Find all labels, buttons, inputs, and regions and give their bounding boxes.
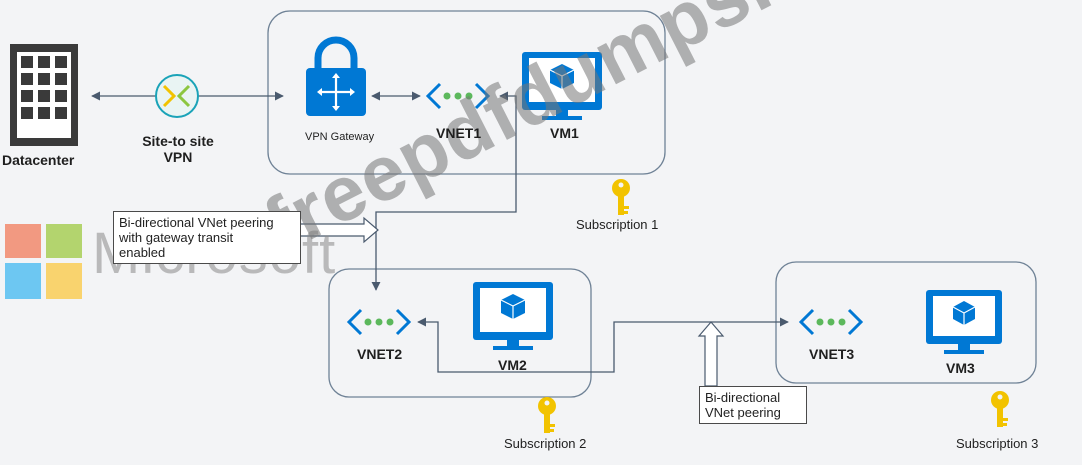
peering-note-line1: Bi-directional bbox=[705, 390, 781, 405]
vm1-label: VM1 bbox=[550, 125, 579, 141]
vm1-monitor-icon bbox=[522, 52, 602, 120]
gateway-transit-note-line3: enabled bbox=[119, 245, 166, 260]
peering-note-line2: VNet peering bbox=[705, 405, 781, 420]
vpn-gateway-label: VPN Gateway bbox=[305, 131, 375, 143]
datacenter-building-icon bbox=[10, 44, 78, 146]
gateway-transit-note: Bi-directional VNet peering with gateway… bbox=[113, 211, 301, 264]
vm3-label: VM3 bbox=[946, 360, 975, 376]
vnet1-label: VNET1 bbox=[436, 125, 482, 141]
subscription3-label: Subscription 3 bbox=[956, 436, 1039, 451]
vnet3-label: VNET3 bbox=[809, 346, 855, 362]
subscription3-key-icon bbox=[991, 391, 1009, 427]
vm2-label: VM2 bbox=[498, 357, 527, 373]
s2s-vpn-label: Site-to site VPN bbox=[128, 133, 228, 165]
s2s-vpn-label-line2: VPN bbox=[163, 149, 193, 165]
subscription1-label: Subscription 1 bbox=[576, 217, 659, 232]
datacenter-label: Datacenter bbox=[2, 152, 75, 168]
site-to-site-vpn-icon bbox=[155, 74, 199, 118]
subscription2-label: Subscription 2 bbox=[504, 436, 587, 451]
peering-note: Bi-directional VNet peering bbox=[699, 386, 807, 424]
vnet2-icon bbox=[346, 308, 412, 336]
subscription2-key-icon bbox=[538, 397, 556, 433]
gateway-transit-note-line1: Bi-directional VNet peering bbox=[119, 215, 274, 230]
vnet1-vnet2-peering-path bbox=[371, 91, 517, 291]
microsoft-logo bbox=[5, 224, 82, 299]
subscription1-key-icon bbox=[612, 179, 630, 215]
vm2-monitor-icon bbox=[473, 282, 553, 350]
peering-callout-arrow bbox=[697, 321, 725, 387]
vnet3-icon bbox=[798, 308, 864, 336]
vpn-gateway-lock-icon bbox=[306, 36, 366, 116]
s2s-vpn-label-line1: Site-to site bbox=[142, 133, 214, 149]
gateway-transit-note-line2: with gateway transit bbox=[119, 230, 234, 245]
vm3-monitor-icon bbox=[926, 290, 1002, 354]
gateway-transit-callout-arrow bbox=[299, 216, 379, 244]
vnet2-label: VNET2 bbox=[357, 346, 403, 362]
vnet2-vnet3-peering-path bbox=[417, 317, 789, 373]
